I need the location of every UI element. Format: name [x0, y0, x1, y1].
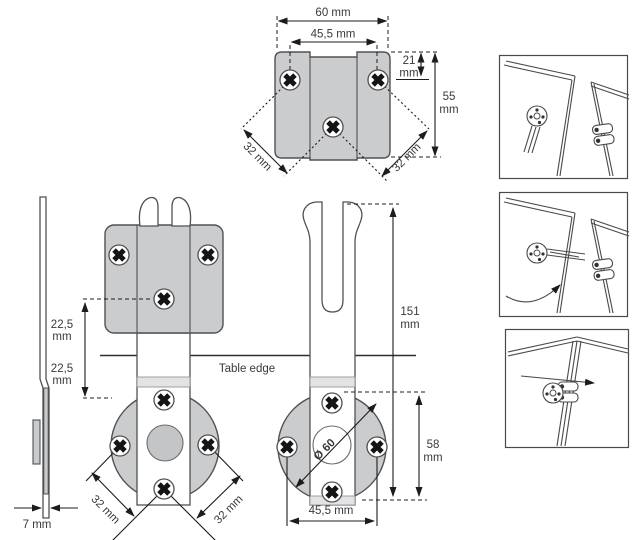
fork-prong-left: [138, 196, 159, 227]
screw-icon: [276, 436, 298, 458]
fork-prong-right: [171, 196, 192, 227]
table-panels-art: [503, 60, 630, 177]
dim-plan-diag-right: 32 mm: [390, 141, 423, 174]
instruction-step-1: [498, 54, 630, 180]
plate-plan: [274, 51, 391, 161]
dim-plan-width: 60 mm: [315, 7, 350, 19]
screw-icon: [321, 481, 343, 503]
screw-icon: [108, 244, 130, 266]
dim-plan-hole-spacing: 45,5 mm: [311, 29, 356, 41]
fork-bracket-art: [546, 248, 586, 261]
dim-plan-edge-offset-value: 21: [403, 55, 416, 67]
screw-icon: [322, 116, 344, 138]
cam-lock-icon: [526, 242, 548, 264]
dim-plan-diag-left: 32 mm: [240, 140, 273, 173]
dim-above-edge-unit: mm: [52, 331, 71, 343]
front-view-detached: Ø 60 151 mm 58 mm 45,5 mm: [276, 201, 443, 526]
mounting-plate: [104, 224, 224, 334]
screw-icon: [109, 435, 131, 457]
screw-icon: [153, 389, 175, 411]
slide-arrow-icon: [520, 375, 595, 386]
dim-plan-depth-unit: mm: [439, 104, 458, 116]
fork-bracket-art: [523, 125, 541, 154]
table-edge-label: Table edge: [219, 363, 275, 375]
dim-disc-height-unit: mm: [423, 452, 442, 464]
instruction-step-3: [504, 328, 630, 449]
instruction-step-2: [498, 191, 630, 318]
cam-lock-icon: [526, 105, 548, 127]
screw-icon: [197, 434, 219, 456]
dim-plan-depth-value: 55: [443, 91, 456, 103]
dim-above-edge-value: 22,5: [51, 319, 73, 331]
dim-plan-edge-offset-unit: mm: [399, 68, 418, 80]
dim-total-length-value: 151: [400, 306, 419, 318]
side-view: 7 mm: [14, 196, 78, 531]
screw-icon: [153, 478, 175, 500]
screw-icon: [366, 436, 388, 458]
cam-lock-icon: [542, 382, 564, 404]
top-view: 60 mm 45,5 mm 21 mm 55 mm 32 mm 32 mm: [240, 7, 459, 183]
dim-bottom-hole-spacing: 45,5 mm: [309, 505, 354, 517]
screw-icon: [279, 69, 301, 91]
dim-below-edge-unit: mm: [52, 375, 71, 387]
dim-below-edge-value: 22,5: [51, 363, 73, 375]
screw-icon: [367, 69, 389, 91]
screw-icon: [197, 244, 219, 266]
screw-icon: [153, 288, 175, 310]
dim-side-thickness: 7 mm: [23, 519, 52, 531]
front-view-mounted: 22,5 mm 22,5 mm Table edge 32 mm 32 mm: [51, 196, 275, 540]
inner-disc: [146, 424, 184, 462]
rotate-arrow-icon: [505, 284, 561, 303]
screw-icon: [321, 392, 343, 414]
dim-total-length-unit: mm: [400, 319, 419, 331]
dim-disc-height-value: 58: [427, 439, 440, 451]
